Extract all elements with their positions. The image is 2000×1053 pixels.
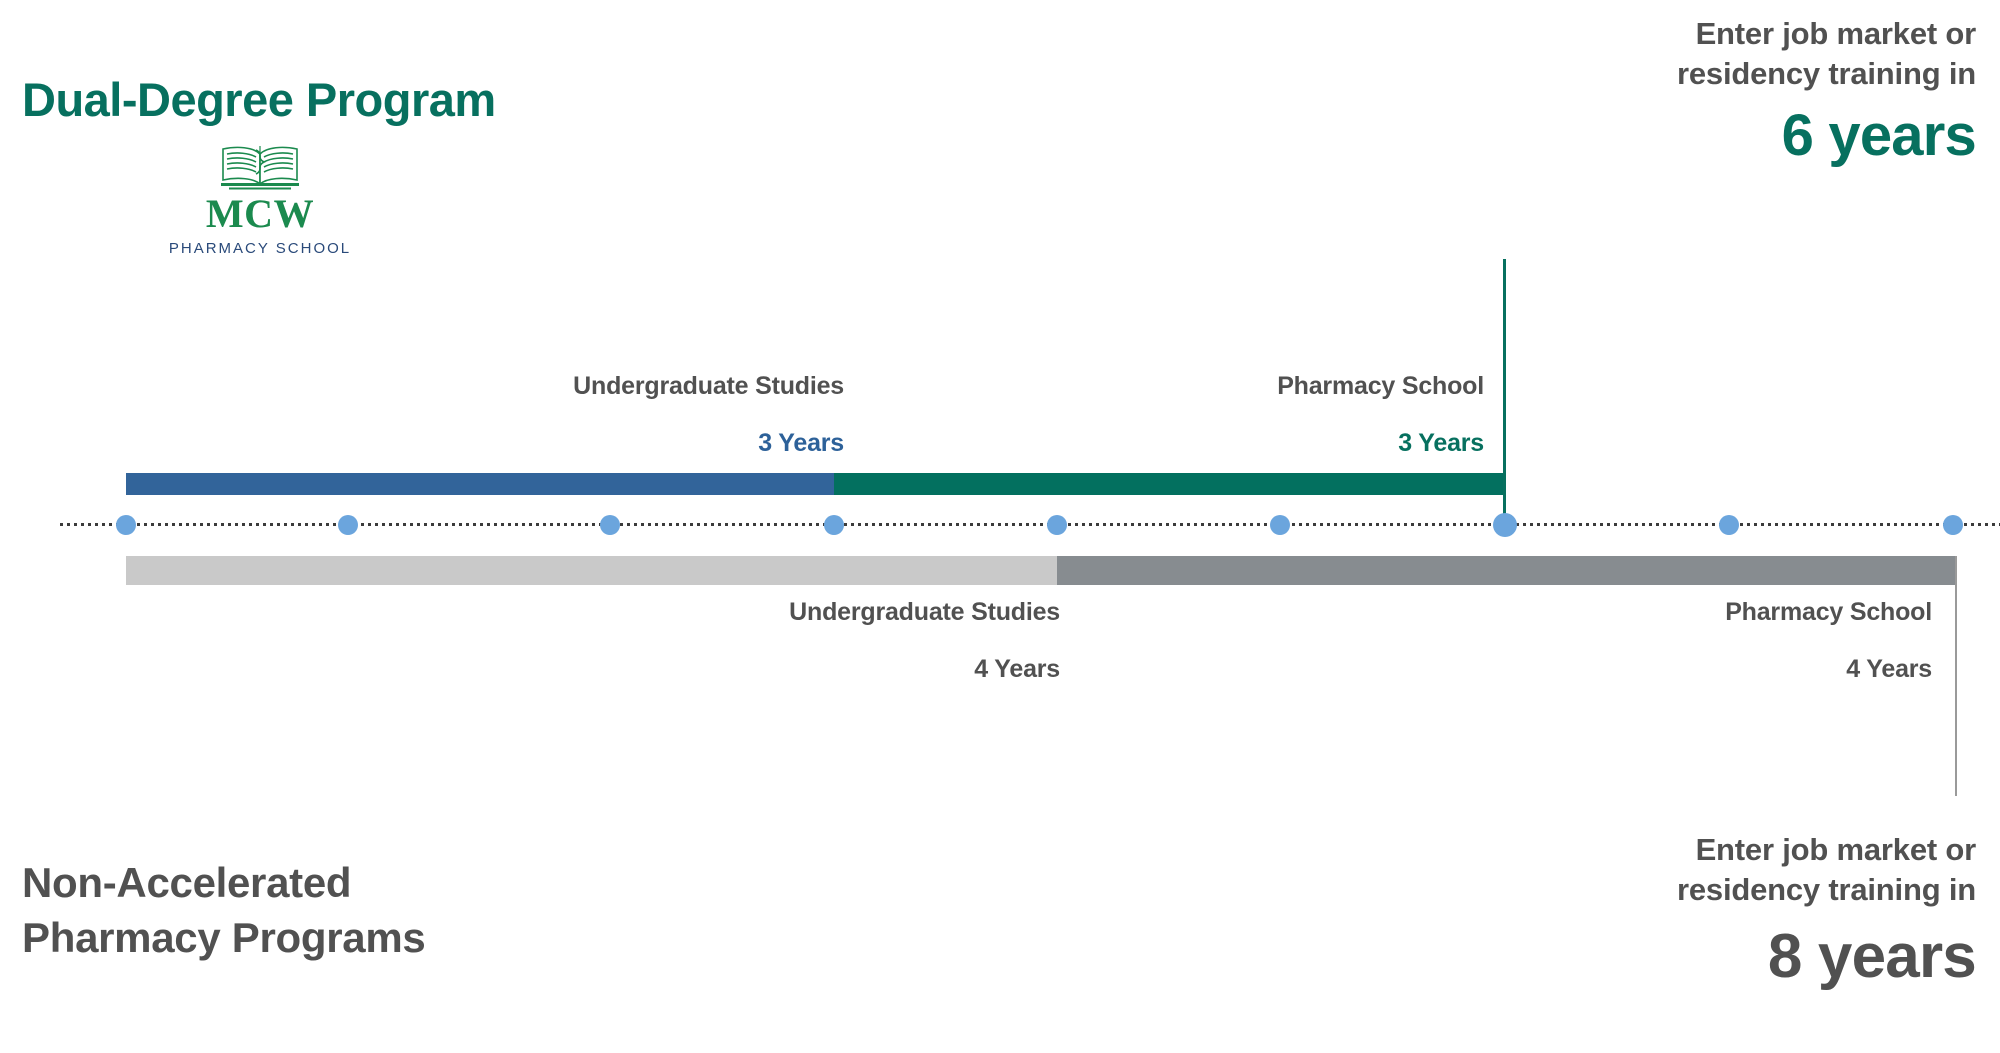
accelerated-undergrad-duration: 3 Years [758,429,844,457]
accelerated-endpoint-line [1503,259,1506,524]
axis-tick-dot [338,515,358,535]
accelerated-undergrad-bar [126,473,834,495]
mcw-wordmark: MCW [205,191,315,236]
axis-tick-dot [600,515,620,535]
mcw-subtitle: PHARMACY SCHOOL [168,240,352,257]
axis-tick-dot-accelerated-end [1493,513,1517,537]
non-accelerated-title-line2: Pharmacy Programs [22,913,426,961]
callout-accelerated-line1: Enter job market or [1695,16,1977,51]
accelerated-pharmacy-bar [834,473,1504,495]
nonaccelerated-pharmacy-duration: 4 Years [1846,655,1932,683]
callout-accelerated-years: 6 years [1781,103,1977,169]
axis-tick-dot [116,515,136,535]
timeline-axis [60,523,2000,526]
axis-tick-dot [1047,515,1067,535]
page-title-non-accelerated: Non-Accelerated Pharmacy Programs [22,856,426,965]
axis-tick-dot [1719,515,1739,535]
open-book-with-caduceus-icon [221,146,299,190]
page-title-dual-degree: Dual-Degree Program [22,73,496,126]
nonaccelerated-endpoint-line [1955,556,1957,796]
nonaccelerated-pharmacy-label: Pharmacy School [1725,598,1932,626]
callout-non-accelerated-line1: Enter job market or [1695,832,1977,867]
non-accelerated-title-line1: Non-Accelerated [22,859,352,906]
nonaccelerated-undergrad-duration: 4 Years [974,655,1060,683]
axis-tick-dot [1943,515,1963,535]
accelerated-undergrad-label: Undergraduate Studies [573,372,844,400]
callout-accelerated-line2: residency training in [1677,55,1976,91]
accelerated-pharmacy-label: Pharmacy School [1277,372,1484,400]
callout-non-accelerated-line2: residency training in [1677,871,1976,907]
mcw-logo: MCW PHARMACY SCHOOL [160,142,360,257]
callout-accelerated: Enter job market or residency training i… [1516,14,1977,170]
nonaccelerated-undergrad-label: Undergraduate Studies [789,598,1060,626]
nonaccelerated-undergrad-bar [126,556,1057,585]
callout-non-accelerated-years: 8 years [1767,922,1977,992]
axis-tick-dot [824,515,844,535]
accelerated-pharmacy-duration: 3 Years [1398,429,1484,457]
callout-non-accelerated: Enter job market or residency training i… [1476,830,1977,993]
axis-tick-dot [1270,515,1290,535]
nonaccelerated-pharmacy-bar [1057,556,1957,585]
